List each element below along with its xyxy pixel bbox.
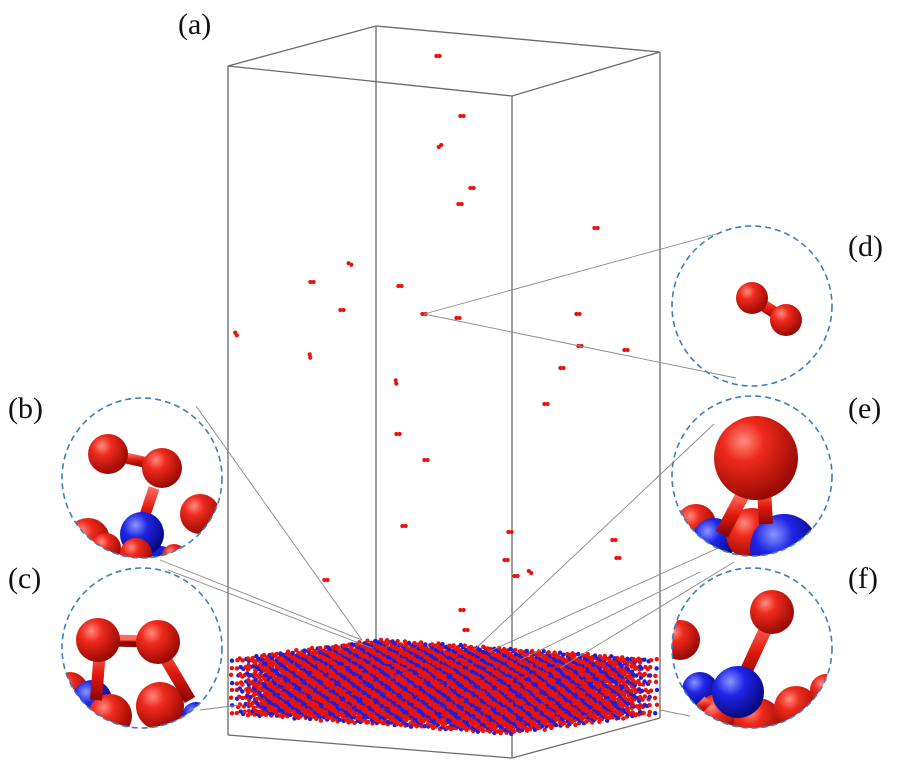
slab-atom [605,718,610,723]
slab-atom [259,701,264,706]
slab-atom [547,711,552,717]
slab-atom [431,718,436,724]
slab-atom [528,726,533,732]
slab-atom [251,705,256,710]
slab-atom [480,718,485,724]
slab-atom [647,702,652,708]
slab-atom [581,710,586,716]
slab-atom [246,708,252,714]
slab-atom [318,718,324,723]
slab-atom [228,695,234,700]
slab-atom [497,723,503,728]
crystal-surface-slab [228,637,660,736]
slab-atom [519,727,525,733]
slab-atom [469,718,474,723]
slab-atom [647,694,652,700]
slab-atom [589,712,595,718]
slab-atom [621,707,626,713]
slab-atom [298,714,303,719]
slab-atom [246,701,251,706]
slab-atom [604,715,609,720]
slab-atom [315,708,320,714]
slab-atom [357,709,363,714]
slab-atom [641,710,646,716]
slab-atom [230,703,235,708]
slab-atom [621,716,626,721]
slab-atom [481,722,486,727]
slab-atom [647,709,652,715]
slab-atom [254,700,260,706]
slab-atom [237,694,242,699]
slab-atom [638,703,643,708]
slab-atom [653,679,659,685]
slab-atom [229,687,235,693]
slab-atom [394,714,399,719]
slab-atom [647,679,652,684]
slab-atom [654,687,660,693]
slab-atom [250,700,256,706]
slab-atom [238,680,244,685]
slab-atom [637,694,643,700]
slab-atom [237,672,243,677]
slab-atom [237,702,243,707]
slab-atom [445,725,450,731]
slab-atom [630,710,635,715]
slab-atom [573,722,578,728]
slab-atom [460,715,465,721]
slab-atom [246,678,251,683]
slab-atom [484,720,489,726]
slab-atom [238,709,243,714]
slab-atom [326,705,331,710]
slab-atom [475,714,480,719]
slab-atom [524,726,529,731]
slab-atom [349,718,354,724]
slab-atom [415,712,420,717]
slab-atom [242,709,247,714]
slab-atom [229,711,235,716]
slab-atom [597,719,602,724]
slab-atom [245,671,250,676]
slab-atom [337,717,342,722]
slab-atom [648,688,654,693]
slab-atom [636,687,642,692]
slab-atom [643,687,648,693]
slab-atom [234,710,239,716]
slab-atom [642,679,647,684]
slab-atom [277,713,282,718]
slab-atom [634,712,639,717]
slab-atom [405,722,410,728]
slab-atom [230,680,235,686]
slab-atom [386,685,391,690]
slab-atom [234,681,240,686]
slab-atom [366,711,371,716]
slab-atom [562,720,567,726]
slab-atom [262,705,268,711]
slab-atom [542,727,547,732]
slab-atom [344,710,349,715]
slab-atom [637,709,643,715]
slab-atom [267,703,272,709]
slab-atom [652,695,658,701]
slab-atom [237,686,242,691]
slab-atom [654,702,660,707]
slab-atom [245,713,251,718]
slab-atom [308,716,313,722]
slab-atom [228,672,234,677]
slab-atom [365,719,371,725]
slab-atom [541,716,546,721]
slab-atom [642,702,647,708]
slab-atom [267,711,273,716]
slab-atom [449,714,454,720]
slab-atom [422,724,427,729]
slab-atom [335,711,341,716]
slab-atom [642,694,648,699]
slab-atom [606,710,611,716]
slab-atom [505,722,511,727]
slab-atom [653,711,658,716]
